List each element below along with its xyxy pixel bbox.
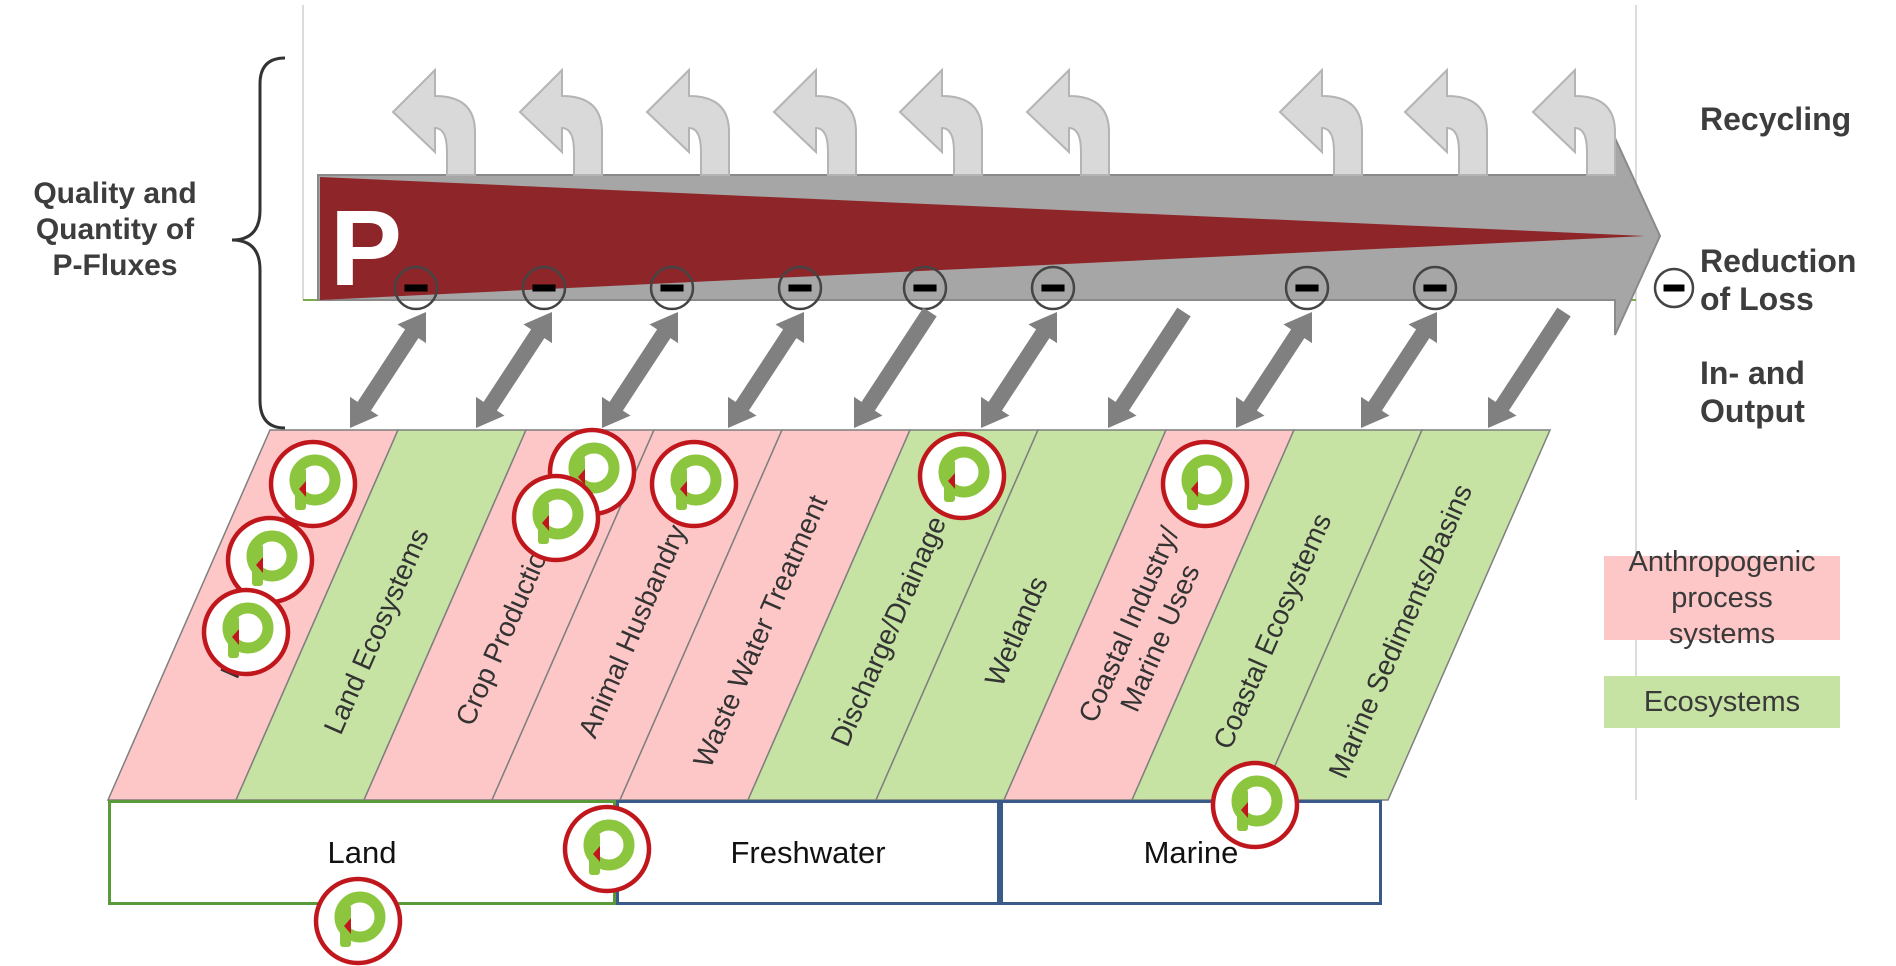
realm-marine-label: Marine <box>1143 834 1239 870</box>
minus-circle-icon <box>1284 265 1330 311</box>
p-fluxes-label-line2: Quantity of <box>35 213 195 246</box>
in-and-output-label: In- and Output <box>1700 354 1805 431</box>
legend-ecosystems: Ecosystems <box>1604 676 1840 728</box>
recycle-arrow-icon <box>1403 67 1488 176</box>
minus-circle-icon <box>393 265 439 311</box>
double-headed-arrow-icon <box>981 312 1057 428</box>
recycling-label: Recycling <box>1700 101 1852 137</box>
double-headed-arrow-icon <box>1361 312 1437 428</box>
p-fluxes-label: Quality and Quantity of P-Fluxes <box>0 176 230 284</box>
recycle-arrow-icon <box>518 67 603 176</box>
p-fluxes-label-line1: Quality and <box>33 177 197 210</box>
curly-brace-icon <box>231 56 286 430</box>
minus-circle-icon <box>1412 265 1458 311</box>
minus-circle-icon <box>1653 267 1695 309</box>
main-flux-arrow: P <box>317 137 1662 336</box>
recycle-arrow-icon <box>645 67 730 176</box>
reduction-label-line2: of Loss <box>1700 281 1814 318</box>
double-headed-arrow-icon <box>350 312 426 428</box>
legend-anthropogenic: Anthropogenic process systems <box>1604 546 1840 650</box>
recycling-arrows <box>391 67 1616 176</box>
recycle-arrow-icon <box>1025 67 1110 176</box>
minus-circle-icon <box>1030 265 1076 311</box>
recycle-arrow-icon <box>772 67 857 176</box>
realm-land-label: Land <box>327 834 397 870</box>
double-headed-arrow-icon <box>476 312 552 428</box>
inout-label-line1: In- and <box>1700 355 1805 391</box>
down-arrow-icon <box>854 307 937 428</box>
column-band-10 <box>1258 429 1552 801</box>
recycle-arrow-icon <box>1278 67 1363 176</box>
down-arrow-icon <box>1488 307 1571 428</box>
double-headed-arrow-icon <box>1236 312 1312 428</box>
reduction-of-loss-label: Reduction of Loss <box>1700 242 1856 319</box>
down-arrow-icon <box>1108 307 1191 428</box>
realm-freshwater-label: Freshwater <box>730 834 886 870</box>
realm-marine: Marine <box>1000 800 1382 905</box>
minus-circle-icon <box>777 265 823 311</box>
p-letter: P <box>330 187 402 308</box>
realm-freshwater: Freshwater <box>616 800 1000 905</box>
reduction-label-line1: Reduction <box>1700 243 1857 279</box>
reduction-markers <box>393 265 1695 311</box>
double-headed-arrow-icon <box>728 312 804 428</box>
recycle-arrow-icon <box>898 67 983 176</box>
inout-label-line2: Output <box>1700 393 1805 430</box>
recycle-arrow-icon <box>391 67 476 176</box>
minus-circle-icon <box>521 265 567 311</box>
double-headed-arrow-icon <box>602 312 678 428</box>
p-wedge-shape <box>320 177 1645 300</box>
recycle-arrow-icon <box>1531 67 1616 176</box>
legend-ecosystems-label: Ecosystems <box>1643 685 1801 718</box>
minus-circle-icon <box>649 265 695 311</box>
legend-anthropogenic-label: Anthropogenic process systems <box>1628 545 1816 651</box>
exchange-arrows <box>350 307 1571 428</box>
p-fluxes-label-line3: P-Fluxes <box>52 249 178 282</box>
realm-land: Land <box>108 800 616 905</box>
